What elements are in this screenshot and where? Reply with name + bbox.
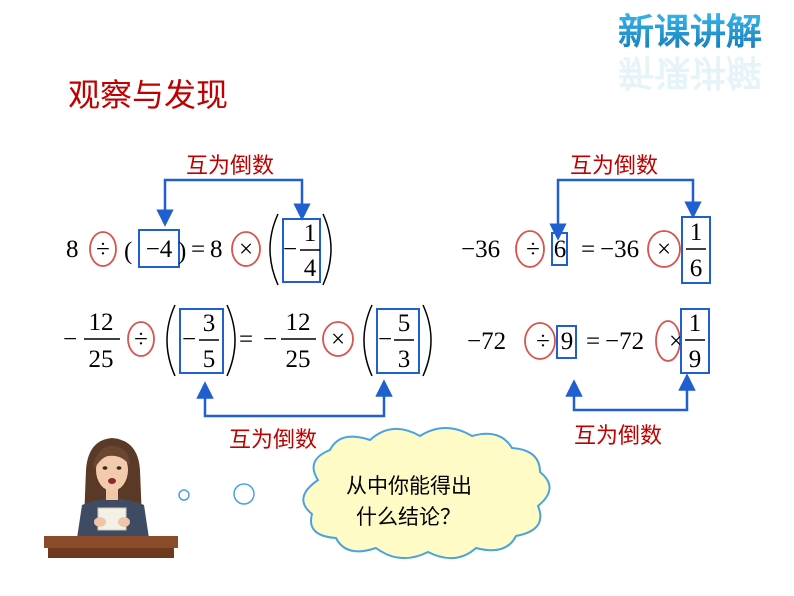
eq1-divisor-box [138, 229, 180, 268]
eq2-neg-b: − [182, 326, 196, 353]
eq2-paren-right-1 [226, 304, 236, 377]
eq2-times-sign: × [331, 326, 345, 353]
eq3-product-left: −36 [600, 236, 639, 263]
eq4-equals: = [586, 328, 600, 355]
eq3-divide-sign: ÷ [526, 236, 540, 263]
eq2-paren-left-2 [363, 304, 373, 377]
thought-dot-small [178, 489, 190, 501]
header-badge: 新课讲解 [618, 12, 762, 53]
equation-2: − 12 25 ÷ − 3 5 = − 12 25 × − 5 3 互为倒数 [63, 304, 432, 453]
reciprocal-label-2: 互为倒数 [229, 428, 317, 453]
eq2-divisor-box [179, 308, 224, 374]
eq4-divisor-box [556, 325, 577, 359]
eq1-fraction-num: 1 [304, 220, 317, 247]
eq1-paren-open: ( [124, 238, 132, 265]
reciprocal-label-3: 互为倒数 [570, 154, 658, 179]
eq2-times-circle [322, 321, 354, 357]
thought-bubble: 从中你能得出 什么结论？ [178, 427, 551, 559]
eq1-divisor: −4 [146, 236, 173, 263]
eq4-product-left: −72 [605, 328, 644, 355]
eq1-divide-sign: ÷ [96, 236, 110, 263]
eq1-neg-sign: − [283, 236, 297, 263]
eq4-dividend: −72 [467, 328, 506, 355]
eq1-paren-close: ) [178, 238, 186, 265]
eq2-divide-sign: ÷ [134, 326, 148, 353]
eq4-divisor: 9 [561, 328, 574, 355]
eq1-fraction-den: 4 [304, 255, 317, 282]
eq2-paren-right-2 [422, 304, 432, 377]
eq2-equals: = [239, 326, 253, 353]
equation-1: 互为倒数 8 ÷ ( −4 ) = 8 × − 1 4 [66, 154, 332, 286]
eq2-reciprocal-box [376, 308, 420, 374]
eq2-paren-left-1 [166, 304, 176, 377]
eq4-times-sign: × [669, 328, 683, 355]
thought-text-line1: 从中你能得出 [346, 474, 472, 498]
eq2-c-den: 25 [286, 346, 311, 373]
eq1-dividend: 8 [66, 236, 79, 263]
thought-text-line2: 什么结论？ [356, 505, 461, 529]
eq2-b-num: 3 [203, 310, 216, 337]
eq1-equals: = [191, 236, 205, 263]
eq4-divide-sign: ÷ [536, 328, 550, 355]
eq3-equals: = [581, 236, 595, 263]
thought-dot-medium [233, 483, 255, 505]
eq2-neg-a: − [63, 326, 77, 353]
eq3-divisor: 6 [554, 236, 567, 263]
eq2-a-den: 25 [89, 346, 114, 373]
eq1-times-sign: × [239, 236, 253, 263]
eq3-fraction-den: 6 [690, 255, 703, 282]
reciprocal-label-1: 互为倒数 [186, 154, 274, 179]
equation-4: −72 ÷ 9 = −72 × 1 9 互为倒数 [467, 308, 710, 449]
reciprocal-bracket-2 [196, 379, 393, 418]
eq2-d-den: 3 [398, 346, 411, 373]
eq2-c-num: 12 [286, 309, 311, 336]
eq2-neg-c: − [263, 326, 277, 353]
reciprocal-label-4: 互为倒数 [574, 424, 662, 449]
eq1-product-left: 8 [210, 236, 223, 263]
eq2-b-den: 5 [203, 346, 216, 373]
eq3-times-sign: × [657, 236, 671, 263]
eq4-fraction-num: 1 [689, 310, 702, 337]
eq4-fraction-den: 9 [689, 346, 702, 373]
reciprocal-bracket-3 [549, 178, 702, 241]
eq1-times-circle [231, 231, 261, 267]
equation-3: 互为倒数 −36 ÷ 6 = −36 × 1 6 [461, 154, 711, 284]
eq2-divide-circle [127, 321, 155, 357]
eq3-reciprocal-box [681, 216, 711, 284]
header-badge-reflection: 新课讲解 [618, 51, 762, 92]
eq1-big-paren-left [269, 213, 279, 286]
teacher-illustration [44, 438, 178, 558]
eq4-reciprocal-box [680, 308, 710, 374]
eq2-d-num: 5 [398, 310, 411, 337]
eq3-divide-circle [515, 230, 545, 268]
eq2-a-num: 12 [89, 309, 114, 336]
eq2-neg-d: − [378, 326, 392, 353]
reciprocal-bracket-1 [156, 178, 311, 227]
reciprocal-bracket-4 [565, 373, 696, 412]
eq1-divide-circle [89, 231, 117, 267]
eq1-big-paren-right [322, 213, 332, 286]
thought-cloud [302, 427, 551, 559]
page-title: 观察与发现 [68, 76, 228, 114]
eq4-divide-circle [524, 322, 556, 360]
eq3-divisor-box [551, 232, 568, 266]
eq3-fraction-num: 1 [690, 219, 703, 246]
eq3-dividend: −36 [461, 236, 500, 263]
eq3-times-circle [647, 230, 681, 268]
